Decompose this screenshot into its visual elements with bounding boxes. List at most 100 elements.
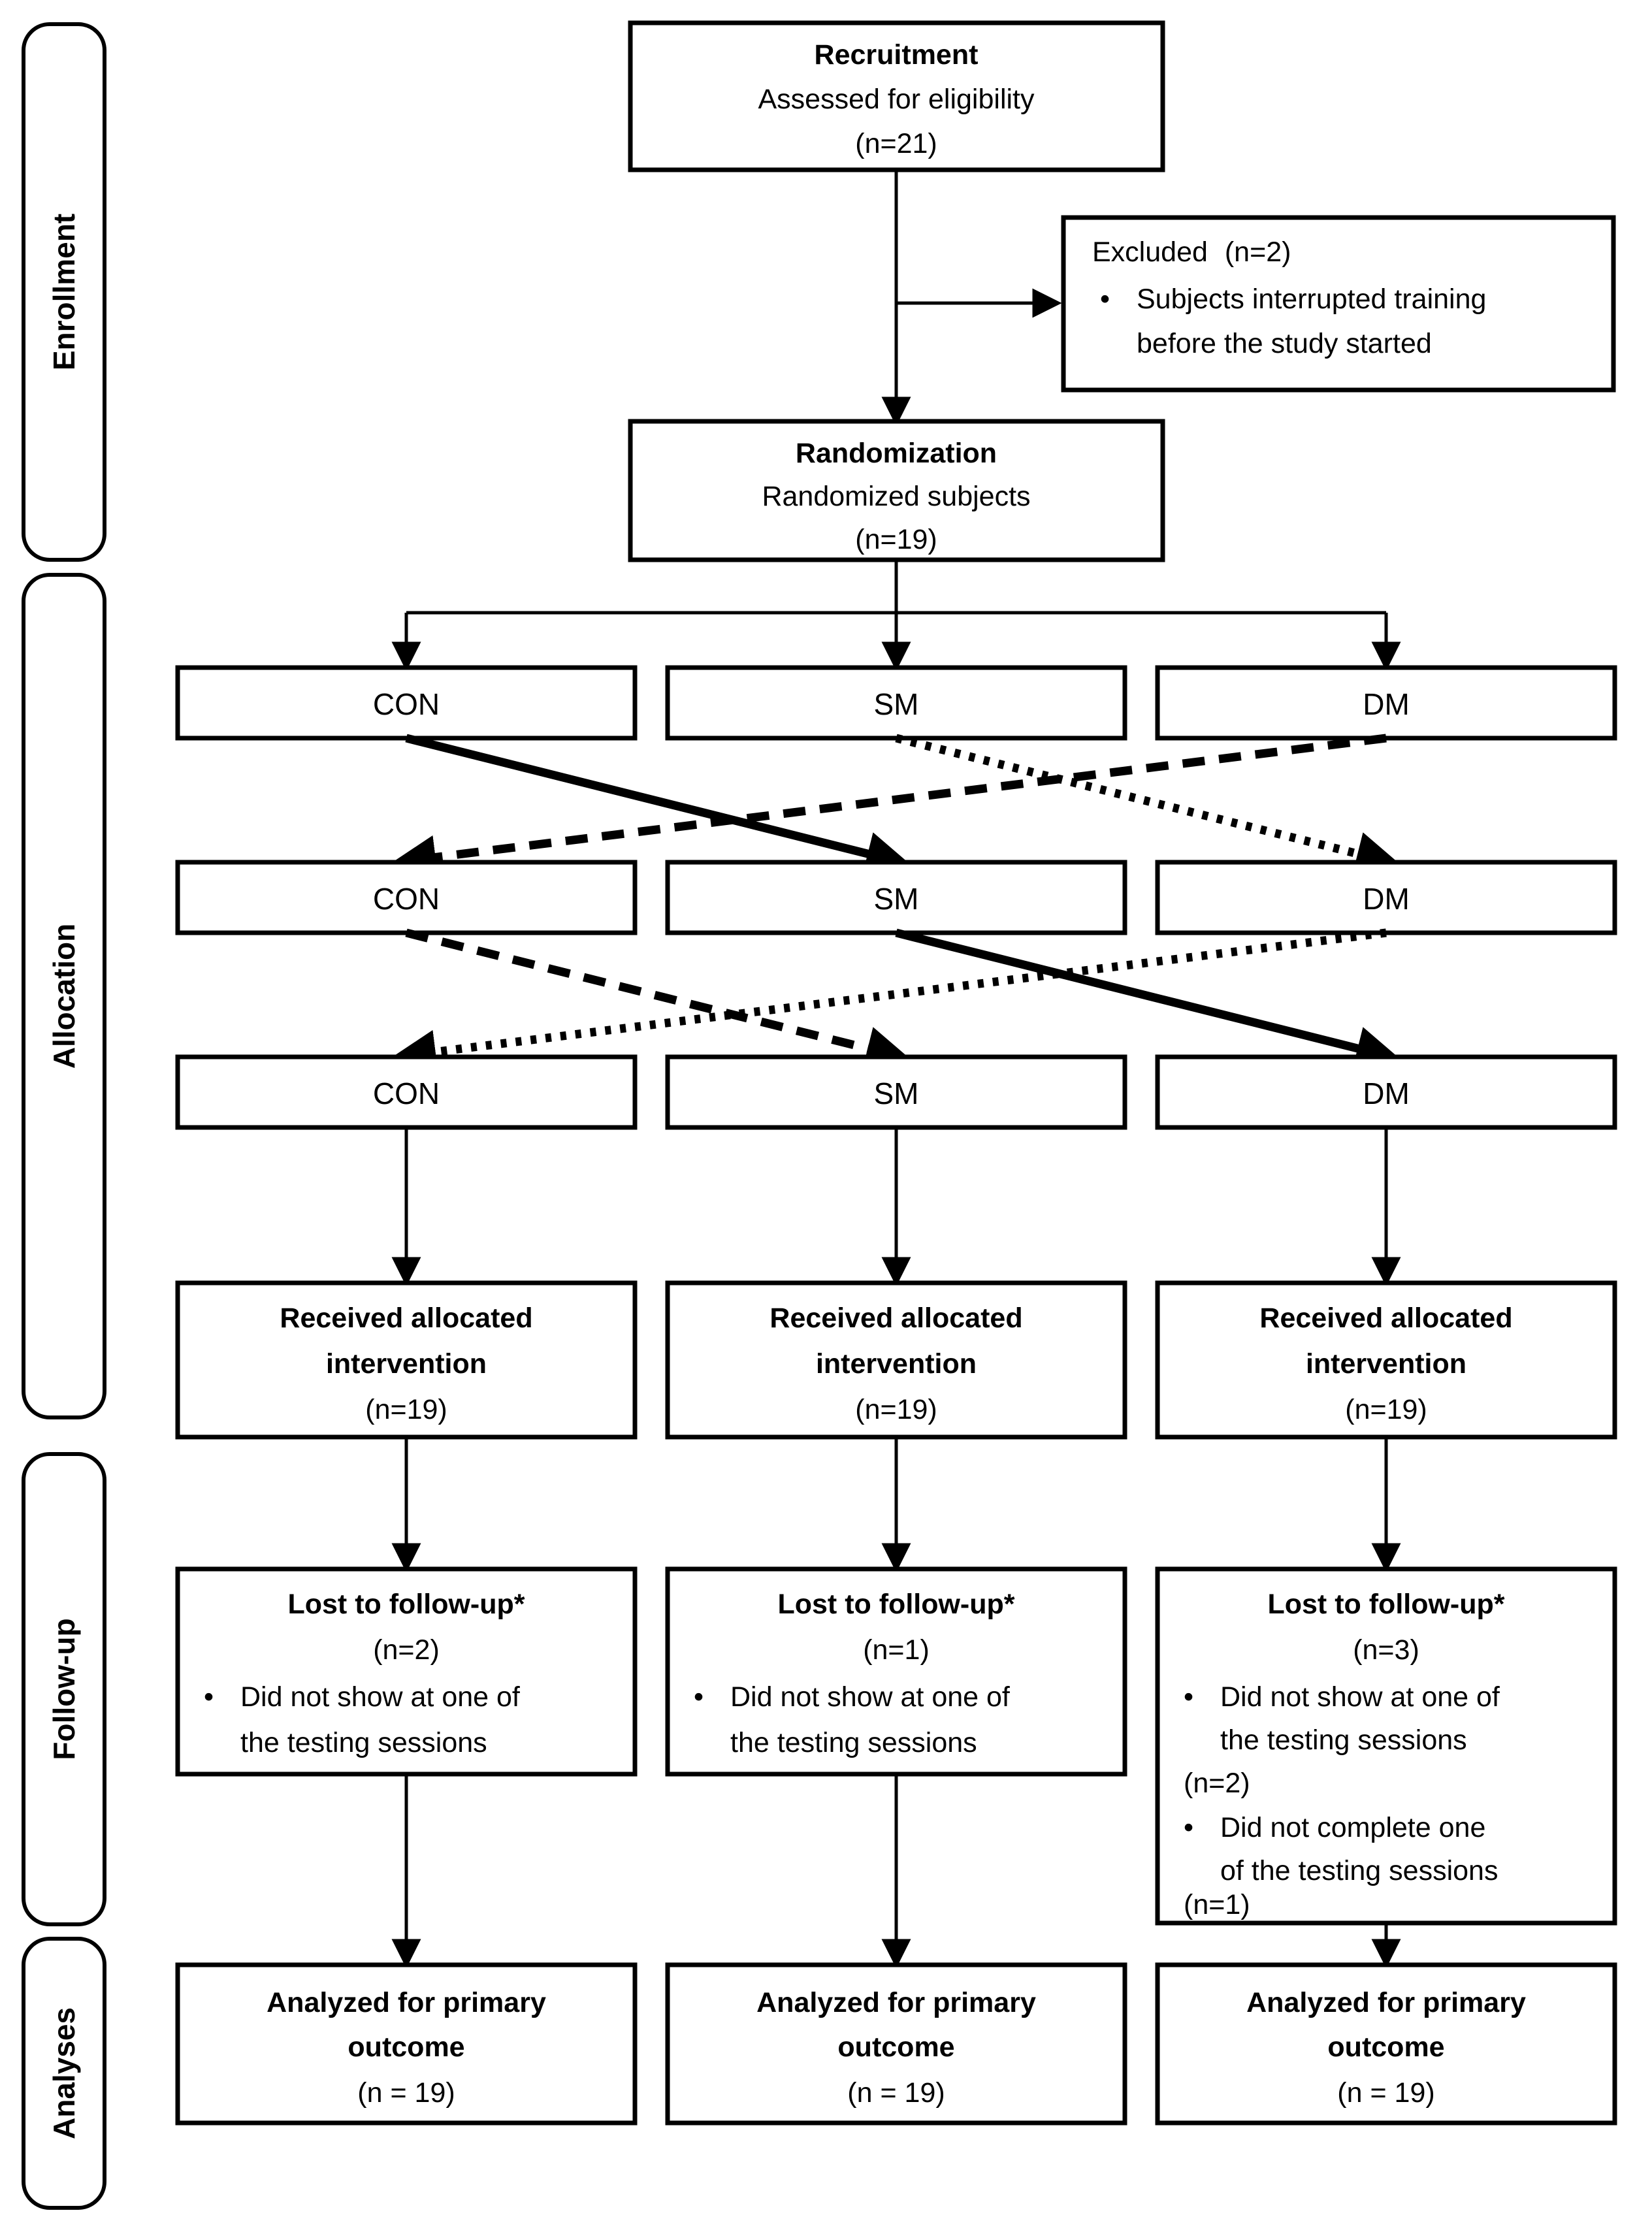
allocation-row-3-dm[interactable]: DM (1155, 1054, 1617, 1130)
stage-rail: Enrollment Allocation Follow-up Analyses (22, 22, 106, 2210)
received-allocated-row: Received allocated intervention (n=19) R… (175, 1280, 1617, 1440)
lost-to-followup-con-title: Lost to follow-up* (287, 1589, 525, 1620)
allocation-row-3-sm-label: SM (874, 1076, 919, 1110)
crossover-period-1-to-2 (391, 734, 1401, 879)
recruitment-box-shape (628, 20, 1165, 172)
recruitment-title: Recruitment (815, 39, 979, 71)
randomization-subtitle: Randomized subjects (762, 481, 1030, 512)
lost-to-followup-con-shape (175, 1566, 638, 1777)
lost-to-followup-sm-bullet-1-line-1: Did not show at one of (730, 1681, 1011, 1713)
randomization-box-shape (628, 419, 1165, 562)
crossover-con-to-sm-solid (405, 734, 911, 875)
row3-to-received-connectors (391, 1127, 1401, 1287)
lost-to-followup-con-bullet-1-line-2: the testing sessions (240, 1727, 487, 1758)
stage-tab-allocation[interactable]: Allocation (22, 573, 106, 1419)
stage-tab-enrollment[interactable]: Enrollment (22, 22, 106, 562)
stage-tab-analyses[interactable]: Analyses (22, 1937, 106, 2210)
allocation-row-2-con-label: CON (373, 882, 440, 916)
received-allocated-dm[interactable]: Received allocated intervention (n=19) (1155, 1280, 1617, 1440)
lost-to-followup-sm[interactable]: Lost to follow-up* (n=1) • Did not show … (665, 1566, 1127, 1777)
allocation-row-3-sm[interactable]: SM (665, 1054, 1127, 1130)
crossover-period-2-to-3 (391, 928, 1401, 1074)
lost-to-followup-dm-shape (1155, 1566, 1617, 1926)
allocation-row-2-dm[interactable]: DM (1155, 860, 1617, 935)
lost-to-followup-dm-bullet-2-glyph: • (1184, 1812, 1193, 1843)
lost-to-followup-dm-bullet-2-count: (n=1) (1184, 1889, 1250, 1920)
allocation-row-2-dm-shape (1155, 860, 1617, 935)
analyzed-dm[interactable]: Analyzed for primary outcome (n = 19) (1155, 1962, 1617, 2126)
stage-tab-enrollment-shape (22, 22, 106, 562)
lost-to-followup-dm-bullet-1-glyph: • (1184, 1681, 1193, 1713)
excluded-count: (n=2) (1225, 236, 1291, 268)
lost-to-followup-dm-bullet-1-line-2: the testing sessions (1220, 1724, 1467, 1756)
lost-to-followup-row: Lost to follow-up* (n=2) • Did not show … (175, 1566, 1617, 1926)
lost-to-analyzed-connectors (391, 1774, 1401, 1969)
analyzed-row: Analyzed for primary outcome (n = 19) An… (175, 1962, 1617, 2126)
excluded-title: Excluded (n=2) (1092, 236, 1291, 268)
stage-tab-followup-shape (22, 1452, 106, 1926)
analyzed-dm-line1: Analyzed for primary (1246, 1987, 1526, 2018)
randomization-title: Randomization (796, 438, 997, 469)
stage-tab-analyses-shape (22, 1937, 106, 2210)
allocation-row-1-sm[interactable]: SM (665, 665, 1127, 741)
allocation-row-3-dm-shape (1155, 1054, 1617, 1130)
analyzed-sm-shape (665, 1962, 1127, 2126)
received-allocated-dm-line2: intervention (1306, 1348, 1466, 1380)
allocation-row-2-sm-label: SM (874, 882, 919, 916)
received-to-lost-connectors (391, 1437, 1401, 1573)
allocation-row-2-con-shape (175, 860, 638, 935)
crossover-sm-to-dm-solid (895, 928, 1401, 1070)
allocation-row-3-con-shape (175, 1054, 638, 1130)
lost-to-followup-dm-bullet-2-line-2: of the testing sessions (1220, 1855, 1498, 1886)
lost-to-followup-sm-shape (665, 1566, 1127, 1777)
allocation-row-2-dm-label: DM (1363, 882, 1410, 916)
analyzed-sm-line1: Analyzed for primary (756, 1987, 1036, 2018)
analyzed-sm[interactable]: Analyzed for primary outcome (n = 19) (665, 1962, 1127, 2126)
received-allocated-con-line2: intervention (326, 1348, 487, 1380)
received-allocated-sm-shape (665, 1280, 1127, 1440)
received-allocated-sm[interactable]: Received allocated intervention (n=19) (665, 1280, 1127, 1440)
received-allocated-dm-line1: Received allocated (1259, 1302, 1512, 1334)
recruitment-box[interactable]: Recruitment Assessed for eligibility (n=… (628, 20, 1165, 172)
lost-to-followup-dm-bullet-1-count: (n=2) (1184, 1768, 1250, 1799)
allocation-row-2-con[interactable]: CON (175, 860, 638, 935)
allocation-row-1-dm[interactable]: DM (1155, 665, 1617, 741)
randomization-box[interactable]: Randomization Randomized subjects (n=19) (628, 419, 1165, 562)
received-allocated-sm-line2: intervention (816, 1348, 977, 1380)
allocation-row-3-con[interactable]: CON (175, 1054, 638, 1130)
lost-to-followup-dm-bullet-2-line-1: Did not complete one (1220, 1812, 1485, 1843)
analyzed-con-line1: Analyzed for primary (267, 1987, 546, 2018)
lost-to-followup-con-count: (n=2) (373, 1634, 440, 1666)
recruitment-to-randomization-connector (881, 170, 1062, 427)
allocation-row-3-con-label: CON (373, 1076, 440, 1110)
excluded-title-word: Excluded (1092, 236, 1208, 268)
stage-tab-followup[interactable]: Follow-up (22, 1452, 106, 1926)
received-allocated-sm-line1: Received allocated (769, 1302, 1022, 1334)
allocation-row-1-sm-shape (665, 665, 1127, 741)
allocation-row-1-con[interactable]: CON (175, 665, 638, 741)
analyzed-con[interactable]: Analyzed for primary outcome (n = 19) (175, 1962, 638, 2126)
analyzed-con-count: (n = 19) (357, 2077, 455, 2109)
allocation-row-1-con-shape (175, 665, 638, 741)
excluded-bullet-line-2: before the study started (1137, 328, 1432, 359)
allocation-row-3: CON SM DM (175, 1054, 1617, 1130)
lost-to-followup-con[interactable]: Lost to follow-up* (n=2) • Did not show … (175, 1566, 638, 1777)
lost-to-followup-con-bullet-1-line-1: Did not show at one of (240, 1681, 521, 1713)
lost-to-followup-sm-bullet-glyph: • (694, 1681, 704, 1713)
stage-tab-analyses-label: Analyses (47, 2007, 81, 2139)
crossover-con-to-sm-dashed (405, 928, 911, 1070)
excluded-bullet-glyph: • (1100, 283, 1110, 315)
analyzed-dm-count: (n = 19) (1337, 2077, 1434, 2109)
received-allocated-con-count: (n=19) (365, 1394, 447, 1425)
received-allocated-con-shape (175, 1280, 638, 1440)
received-allocated-con[interactable]: Received allocated intervention (n=19) (175, 1280, 638, 1440)
received-allocated-sm-count: (n=19) (855, 1394, 937, 1425)
stage-tab-enrollment-label: Enrollment (47, 214, 81, 370)
received-allocated-con-line1: Received allocated (280, 1302, 532, 1334)
allocation-row-1-sm-label: SM (874, 687, 919, 721)
excluded-bullet-line-1: Subjects interrupted training (1137, 283, 1486, 315)
excluded-box[interactable]: Excluded (n=2) • Subjects interrupted tr… (1061, 215, 1616, 393)
allocation-row-2-sm[interactable]: SM (665, 860, 1127, 935)
lost-to-followup-dm[interactable]: Lost to follow-up* (n=3) • Did not show … (1155, 1566, 1617, 1926)
